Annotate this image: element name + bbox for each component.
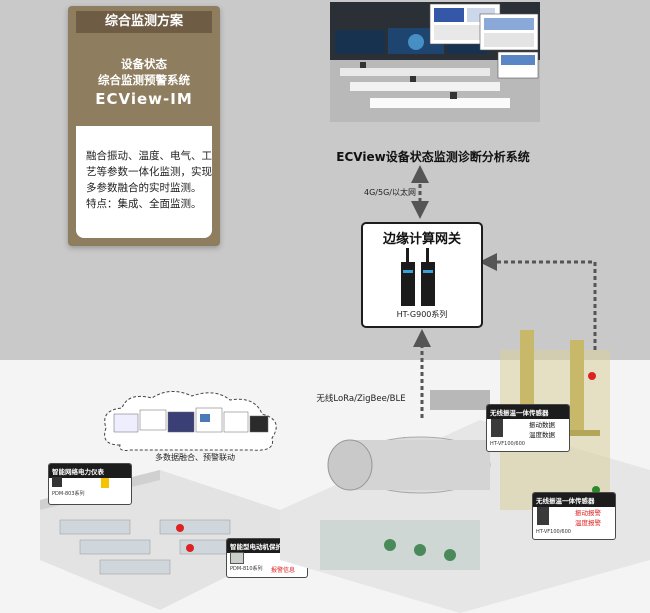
system-title: ECView设备状态监测诊断分析系统 <box>336 150 530 164</box>
sensor-model: HT-VF100/600 <box>536 529 571 535</box>
wireless-label: 无线LoRa/ZigBee/BLE <box>316 394 406 404</box>
alarm-info-text: 报警信息 <box>271 567 296 574</box>
power-meter-tag: 智能网络电力仪表 PDM-803系列 <box>48 463 132 505</box>
card-desc-line: 特点：集成、全面监测。 <box>86 198 202 210</box>
industrial-plant-image <box>280 330 650 613</box>
card-body: 融合振动、温度、电气、工 艺等参数一体化监测，实现 多参数融合的实时监测。 特点… <box>76 126 212 238</box>
card-subtitle-line2: 综合监测预警系统 <box>98 73 190 87</box>
cloud-label: 多数据融合、预警联动 <box>155 453 235 462</box>
network-label: 4G/5G/以太网 <box>364 188 416 197</box>
sensor-alarm-line2: 温度报警 <box>575 519 601 527</box>
card-product-name: ECView-IM <box>95 90 193 108</box>
sensor-tag-alarm: 无线振温一体传感器 振动报警 温度报警 HT-VF100/600 <box>532 492 616 540</box>
card-subtitle-line1: 设备状态 <box>121 57 167 71</box>
data-cloud-image <box>104 391 277 451</box>
power-meter-title: 智能网络电力仪表 <box>49 464 131 478</box>
card-desc-line: 多参数融合的实时监测。 <box>86 182 202 194</box>
motor-protector-model: PDM-810系列 <box>230 566 263 572</box>
card-desc-line: 融合振动、温度、电气、工 <box>86 150 212 162</box>
solution-card: 综合监测方案 设备状态 综合监测预警系统 ECView-IM 融合振动、温度、电… <box>68 6 220 246</box>
meter-device-icon <box>52 477 62 487</box>
card-header: 综合监测方案 <box>76 11 212 33</box>
edge-gateway-box: 边缘计算网关 HT-G900系列 <box>361 222 483 328</box>
sensor-device-icon <box>537 507 549 525</box>
sensor-model: HT-VF100/600 <box>490 441 525 447</box>
sensor-alarm-line1: 振动报警 <box>575 509 601 517</box>
protector-device-icon <box>230 552 244 564</box>
monitoring-room-image <box>330 2 540 122</box>
warning-icon <box>101 478 109 488</box>
gateway-title: 边缘计算网关 <box>382 232 461 247</box>
sensor-data-line2: 温度数据 <box>529 431 555 439</box>
sensor-data-line1: 振动数据 <box>529 421 555 429</box>
sensor-device-icon <box>491 419 503 437</box>
sensor-tag-title: 无线振温一体传感器 <box>533 493 615 507</box>
card-desc-line: 艺等参数一体化监测，实现 <box>86 166 212 178</box>
card-description: 融合振动、温度、电气、工 艺等参数一体化监测，实现 多参数融合的实时监测。 特点… <box>86 148 214 212</box>
sensor-tag-data: 无线振温一体传感器 振动数据 温度数据 HT-VF100/600 <box>486 404 570 452</box>
gateway-device-icon <box>401 248 435 306</box>
sensor-tag-title: 无线振温一体传感器 <box>487 405 569 419</box>
gateway-model: HT-G900系列 <box>396 310 448 319</box>
power-meter-model: PDM-803系列 <box>52 491 85 497</box>
